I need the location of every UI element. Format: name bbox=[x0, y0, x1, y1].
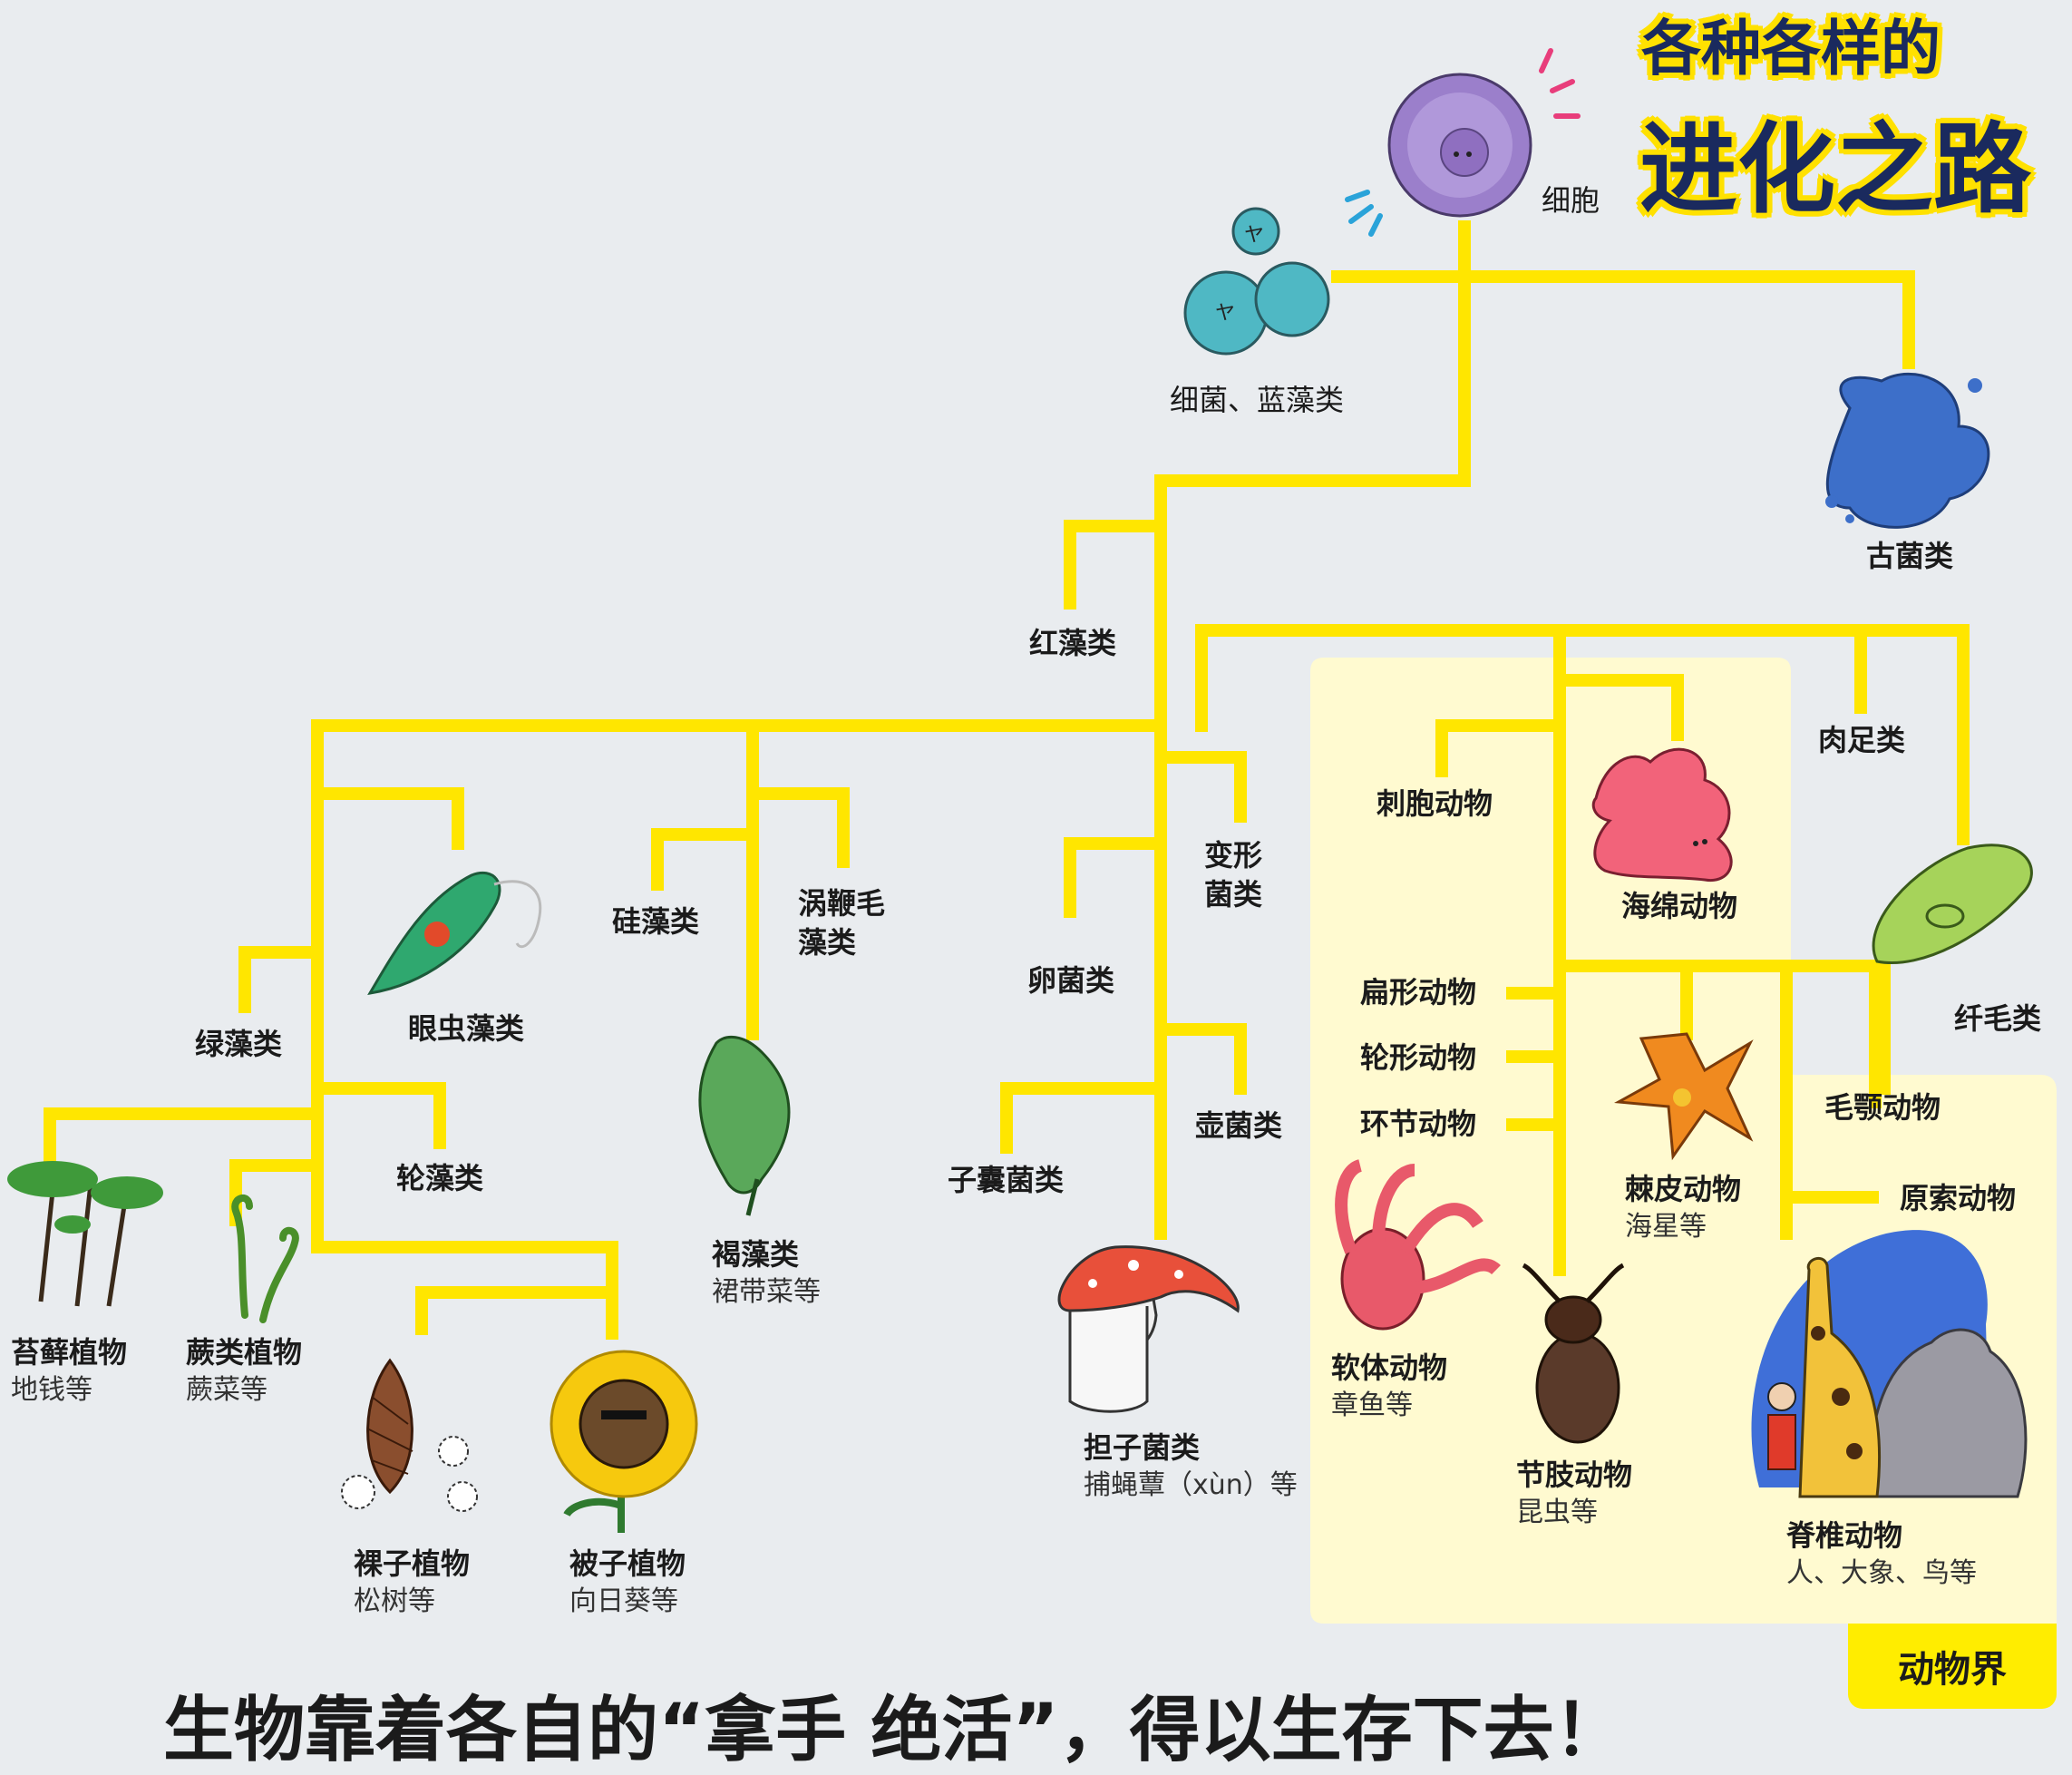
label-sponge: 海绵动物 bbox=[1621, 889, 1738, 923]
basidiomycete-name: 担子菌类 bbox=[1084, 1430, 1201, 1465]
bacteria-icon: ヤ ヤ bbox=[1183, 207, 1330, 356]
sponge-icon bbox=[1591, 747, 1733, 882]
dinoflagellate-line2: 藻类 bbox=[798, 925, 857, 961]
starfish-icon bbox=[1614, 1032, 1754, 1161]
bryophyte-example: 地钱等 bbox=[11, 1374, 92, 1407]
angiosperm-name: 被子植物 bbox=[569, 1546, 686, 1581]
fern-icon bbox=[231, 1195, 299, 1323]
euglena-icon bbox=[367, 871, 542, 995]
moss-icon bbox=[7, 1161, 163, 1307]
brown-algae-example: 裙带菜等 bbox=[712, 1276, 821, 1309]
label-cnidaria: 刺胞动物 bbox=[1376, 786, 1493, 821]
beetle-icon bbox=[1522, 1263, 1625, 1444]
label-gymnosperm: 裸子植物 松树等 bbox=[354, 1545, 470, 1621]
vertebrate-example: 人、大象、鸟等 bbox=[1786, 1557, 1977, 1590]
label-euglena: 眼虫藻类 bbox=[408, 1011, 525, 1046]
vertebrates-icon bbox=[1751, 1230, 2028, 1498]
label-charophyta: 轮藻类 bbox=[396, 1161, 484, 1195]
cell-icon bbox=[1345, 48, 1581, 237]
label-cell: 细胞 bbox=[1542, 183, 1600, 218]
label-ascomycete: 子囊菌类 bbox=[948, 1163, 1065, 1197]
label-arthropod: 节肢动物 昆虫等 bbox=[1516, 1456, 1632, 1532]
dinoflagellate-line1: 涡鞭毛 bbox=[798, 886, 886, 921]
basidiomycete-example: 捕蝇蕈（xùn）等 bbox=[1084, 1469, 1298, 1502]
mollusk-name: 软体动物 bbox=[1331, 1351, 1448, 1385]
pinecone-icon bbox=[341, 1358, 478, 1512]
label-bryophyte: 苔藓植物 地钱等 bbox=[11, 1333, 127, 1409]
label-chordate: 原索动物 bbox=[1900, 1181, 2017, 1215]
label-red-algae: 红藻类 bbox=[1029, 626, 1117, 660]
label-rotifer: 轮形动物 bbox=[1360, 1040, 1477, 1075]
mollusk-example: 章鱼等 bbox=[1331, 1390, 1413, 1422]
title-line2: 进化之路 bbox=[1639, 113, 2032, 227]
label-basidiomycete: 担子菌类 捕蝇蕈（xùn）等 bbox=[1084, 1429, 1298, 1505]
arthropod-example: 昆虫等 bbox=[1516, 1497, 1598, 1529]
branch-lines bbox=[44, 220, 1970, 1340]
label-chaetognath: 毛颚动物 bbox=[1824, 1090, 1941, 1125]
label-sarcodina: 肉足类 bbox=[1818, 723, 1906, 757]
octopus-icon bbox=[1335, 1159, 1501, 1331]
label-annelid: 环节动物 bbox=[1360, 1107, 1477, 1141]
echinoderm-name: 棘皮动物 bbox=[1625, 1172, 1742, 1206]
fern-name: 蕨类植物 bbox=[186, 1335, 303, 1370]
angiosperm-example: 向日葵等 bbox=[569, 1585, 678, 1618]
brown-algae-name: 褐藻类 bbox=[712, 1237, 800, 1272]
svg-text:ヤ: ヤ bbox=[1215, 302, 1235, 325]
label-mollusk: 软体动物 章鱼等 bbox=[1331, 1349, 1447, 1425]
label-vertebrate: 脊椎动物 人、大象、鸟等 bbox=[1786, 1517, 1977, 1593]
slime-mold-line2: 菌类 bbox=[1204, 877, 1263, 912]
label-oomycete: 卵菌类 bbox=[1027, 963, 1115, 998]
bryophyte-name: 苔藓植物 bbox=[11, 1335, 128, 1370]
svg-text:ヤ: ヤ bbox=[1244, 224, 1264, 247]
label-chytrid: 壶菌类 bbox=[1195, 1108, 1283, 1143]
label-flatworm: 扁形动物 bbox=[1360, 975, 1477, 1009]
echinoderm-example: 海星等 bbox=[1625, 1211, 1707, 1243]
mushroom-icon bbox=[1057, 1245, 1240, 1413]
animal-kingdom-tab: 动物界 bbox=[1848, 1624, 2057, 1709]
label-archaea: 古菌类 bbox=[1866, 539, 1954, 573]
label-bacteria: 细菌、蓝藻类 bbox=[1170, 383, 1345, 417]
label-diatom: 硅藻类 bbox=[612, 904, 700, 939]
archaea-icon bbox=[1825, 372, 1990, 529]
paramecium-icon bbox=[1872, 844, 2033, 964]
gymnosperm-name: 裸子植物 bbox=[354, 1546, 471, 1581]
fern-example: 蕨菜等 bbox=[186, 1374, 268, 1407]
vertebrate-name: 脊椎动物 bbox=[1786, 1518, 1903, 1553]
label-ciliate: 纤毛类 bbox=[1954, 1001, 2042, 1036]
label-echinoderm: 棘皮动物 海星等 bbox=[1625, 1170, 1741, 1246]
kelp-icon bbox=[698, 1035, 791, 1216]
label-fern: 蕨类植物 蕨菜等 bbox=[186, 1333, 302, 1409]
gymnosperm-example: 松树等 bbox=[354, 1585, 435, 1618]
label-green-algae: 绿藻类 bbox=[195, 1027, 283, 1061]
label-angiosperm: 被子植物 向日葵等 bbox=[569, 1545, 686, 1621]
slime-mold-line1: 变形 bbox=[1204, 838, 1263, 873]
label-brown-algae: 褐藻类 裙带菜等 bbox=[712, 1235, 821, 1312]
footer-caption: 生物靠着各自的“拿手 绝活”，得以生存下去！ bbox=[163, 1690, 1625, 1771]
arthropod-name: 节肢动物 bbox=[1516, 1458, 1633, 1492]
sunflower-icon bbox=[550, 1350, 698, 1533]
label-dinoflagellate: 涡鞭毛 藻类 bbox=[798, 884, 885, 962]
title-line1: 各种各样的 bbox=[1641, 14, 1941, 83]
label-slime-mold: 变形 菌类 bbox=[1204, 836, 1262, 914]
